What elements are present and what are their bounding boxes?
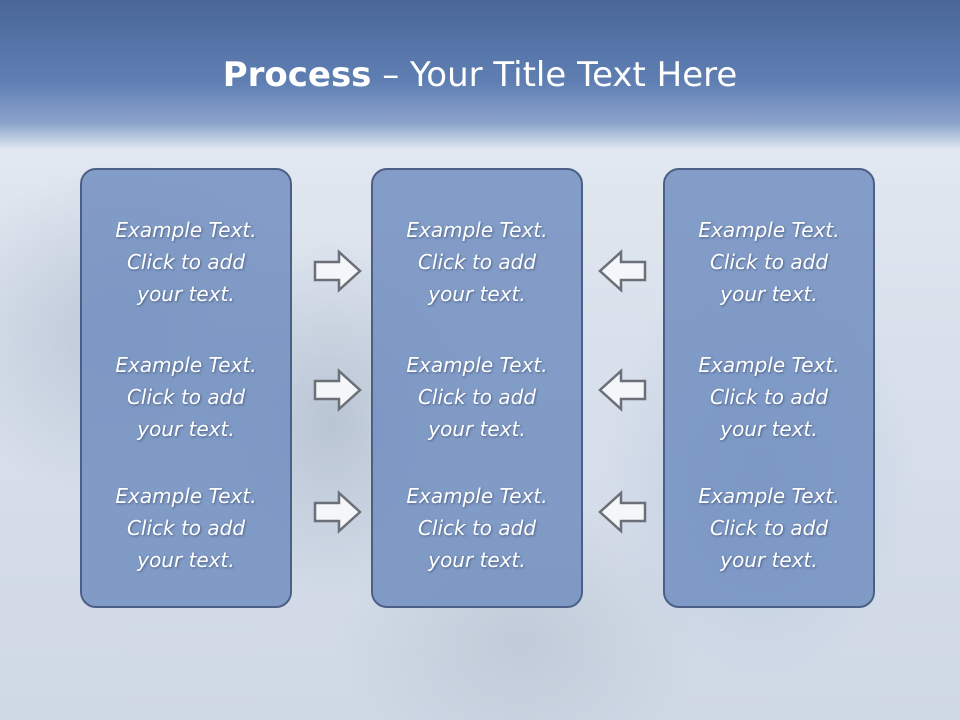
process-box-right[interactable]: Example Text. Click to add your text. Ex… [663,168,875,608]
left-arrow-icon [598,368,647,412]
right-arrow-icon [313,249,362,293]
text-item[interactable]: Example Text. Click to add your text. [406,484,548,572]
right-arrow-icon [313,368,362,412]
title-rest-part: – Your Title Text Here [371,55,738,95]
text-item[interactable]: Example Text. Click to add your text. [698,353,840,441]
left-arrow-icon [598,490,647,534]
right-arrow-icon [313,490,362,534]
slide-title[interactable]: Process – Your Title Text Here [0,52,960,98]
left-arrow-icon [598,249,647,293]
text-item[interactable]: Example Text. Click to add your text. [115,218,257,306]
text-item[interactable]: Example Text. Click to add your text. [406,353,548,441]
text-item[interactable]: Example Text. Click to add your text. [406,218,548,306]
title-bold-part: Process [222,55,372,95]
process-box-left[interactable]: Example Text. Click to add your text. Ex… [80,168,292,608]
process-box-center[interactable]: Example Text. Click to add your text. Ex… [371,168,583,608]
text-item[interactable]: Example Text. Click to add your text. [698,218,840,306]
text-item[interactable]: Example Text. Click to add your text. [115,484,257,572]
title-bar [0,0,960,150]
text-item[interactable]: Example Text. Click to add your text. [698,484,840,572]
text-item[interactable]: Example Text. Click to add your text. [115,353,257,441]
